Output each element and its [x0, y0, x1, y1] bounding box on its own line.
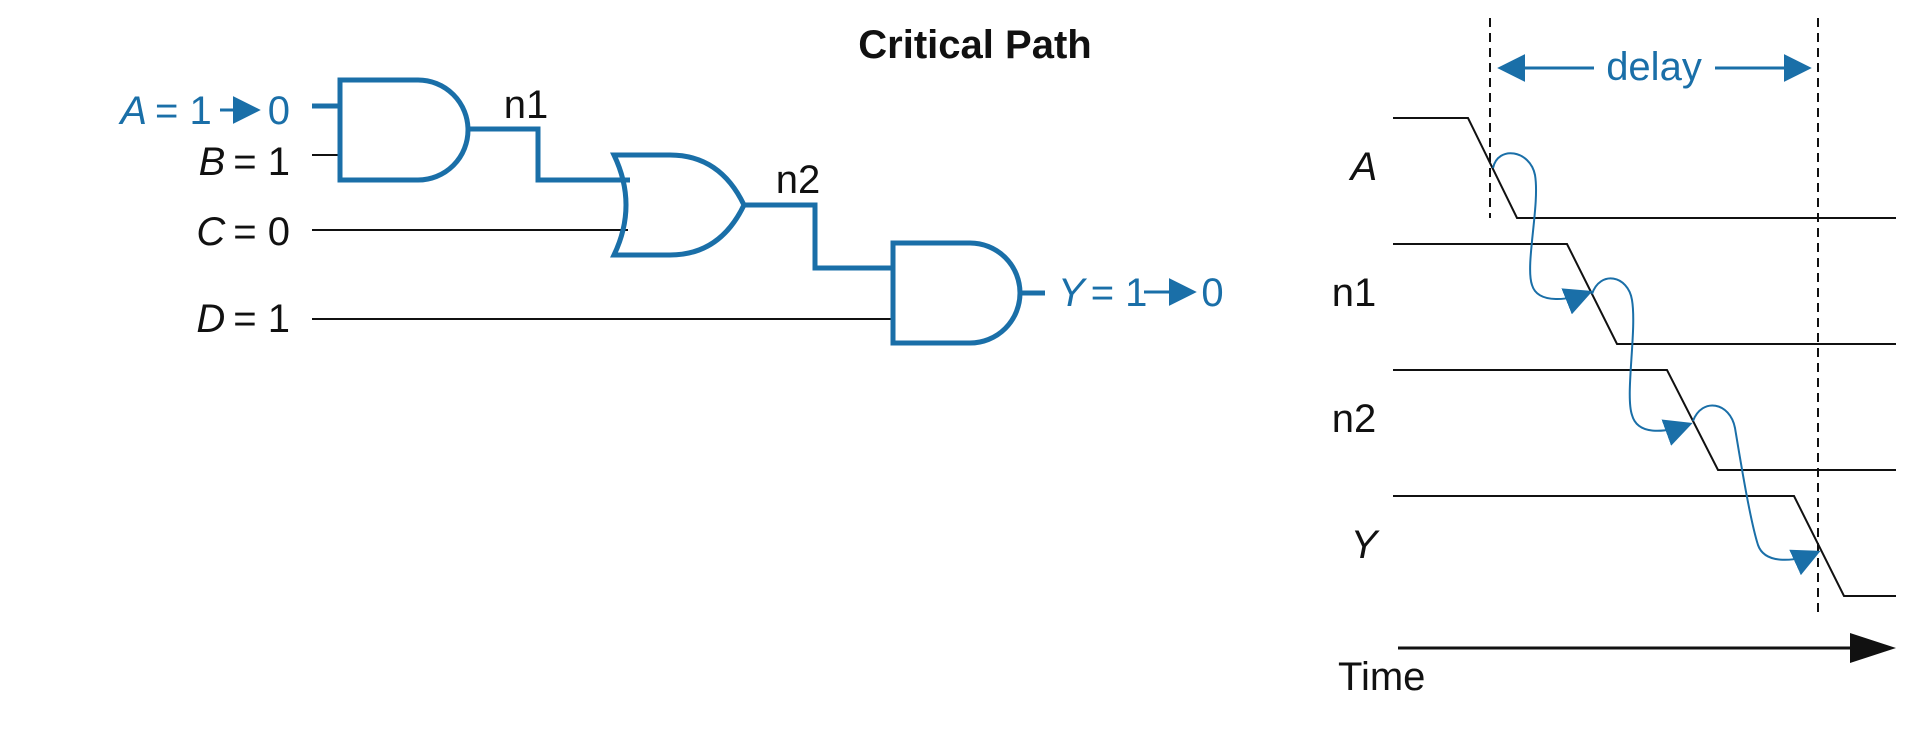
output-y-value: = 1 [1091, 271, 1148, 315]
svg-text:A= 10: A= 1 0 [118, 89, 290, 133]
input-c-value: = 0 [233, 210, 290, 254]
output-y-label: Y= 1 0 [1058, 271, 1224, 315]
wire-n2 [744, 202, 893, 271]
waveform-y [1393, 495, 1896, 597]
input-d-label: D= 1 [196, 297, 290, 341]
input-a-label: A= 1 0 [118, 89, 290, 133]
signal-a-label: A [1349, 145, 1378, 189]
input-a-value: = 1 [155, 89, 212, 133]
output-y-transition: 0 [1201, 271, 1223, 315]
input-d-name: D [196, 297, 225, 341]
input-b-label: B= 1 [199, 140, 290, 184]
wire-n1 [466, 126, 630, 183]
net-n1-label: n1 [504, 83, 549, 127]
input-d-value: = 1 [233, 297, 290, 341]
signal-y-label: Y [1351, 523, 1381, 567]
diagram-title: Critical Path [858, 23, 1091, 67]
or-gate [610, 152, 747, 258]
output-y-name: Y [1058, 271, 1088, 315]
input-a-transition: 0 [268, 89, 290, 133]
timing-diagram: delay A n1 n2 Y Time [1332, 18, 1896, 699]
svg-text:Y= 10: Y= 1 0 [1058, 271, 1224, 315]
causality-arrow-a-n1 [1492, 152, 1593, 315]
input-b-value: = 1 [233, 140, 290, 184]
input-b-name: B [199, 140, 226, 184]
causality-arrow-n2-y [1692, 404, 1821, 576]
delay-label: delay [1606, 45, 1702, 89]
signal-n1-label: n1 [1332, 271, 1377, 315]
and-gate-2 [890, 240, 1023, 346]
causality-arrow-n1-n2 [1591, 277, 1693, 446]
waveform-n1 [1393, 243, 1896, 345]
net-n2-label: n2 [776, 158, 821, 202]
waveform-n2 [1393, 369, 1896, 471]
input-c-label: C= 0 [196, 210, 290, 254]
input-c-name: C [196, 210, 226, 254]
and-gate-1 [337, 77, 471, 183]
waveform-a [1393, 117, 1896, 219]
signal-n2-label: n2 [1332, 397, 1377, 441]
input-a-name: A [118, 89, 147, 133]
time-axis-label: Time [1338, 655, 1425, 699]
time-axis-arrowhead [1850, 633, 1896, 663]
